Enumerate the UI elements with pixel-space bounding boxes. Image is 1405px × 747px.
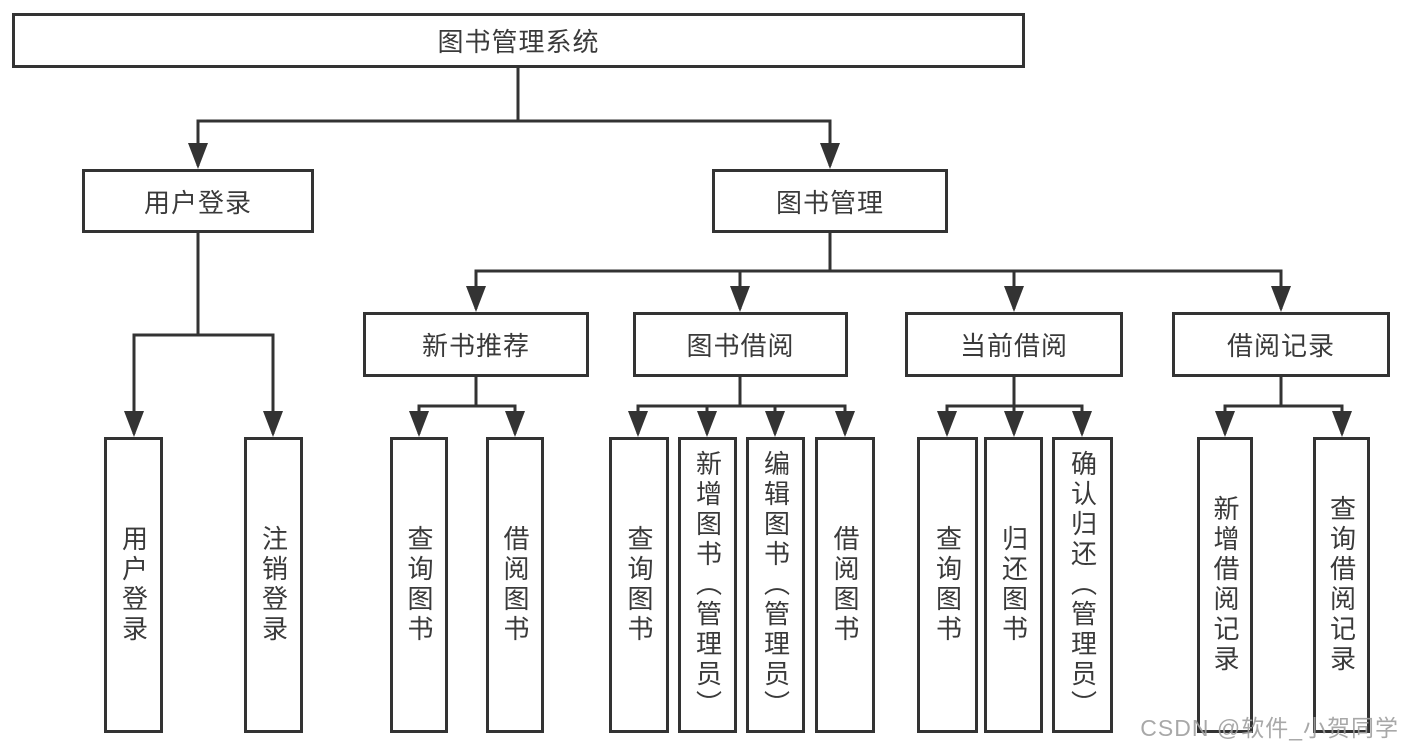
node-label: 图书管理系统	[437, 27, 600, 57]
leaf-add-book-admin: 新增图书（管理员）	[678, 437, 737, 733]
node-label: 新增图书（管理员）	[692, 450, 723, 720]
leaf-confirm-return-admin: 确认归还（管理员）	[1052, 437, 1113, 733]
node-label: 查询借阅记录	[1326, 495, 1357, 675]
node-label: 新书推荐	[421, 331, 530, 361]
leaf-logout: 注销登录	[244, 437, 303, 733]
node-book-borrowing: 图书借阅	[633, 312, 848, 377]
node-label: 查询图书	[624, 525, 654, 645]
node-label: 确认归还（管理员）	[1067, 450, 1098, 720]
node-new-book-recommend: 新书推荐	[363, 312, 589, 377]
node-user-login: 用户登录	[82, 169, 314, 233]
node-book-management: 图书管理	[712, 169, 948, 233]
leaf-borrow-books-1: 借阅图书	[486, 437, 544, 733]
leaf-query-books-2: 查询图书	[609, 437, 669, 733]
node-label: 借阅记录	[1226, 331, 1335, 361]
leaf-user-login: 用户登录	[104, 437, 163, 733]
node-label: 编辑图书（管理员）	[760, 450, 791, 720]
node-label: 查询图书	[932, 525, 963, 645]
node-book-management-system: 图书管理系统	[12, 13, 1025, 68]
node-label: 归还图书	[998, 525, 1029, 645]
leaf-query-books-3: 查询图书	[917, 437, 978, 733]
node-current-borrowing: 当前借阅	[905, 312, 1123, 377]
node-label: 注销登录	[258, 525, 289, 645]
node-label: 用户登录	[143, 187, 252, 218]
leaf-query-borrow-record: 查询借阅记录	[1313, 437, 1370, 733]
node-label: 用户登录	[118, 525, 149, 645]
node-borrow-records: 借阅记录	[1172, 312, 1390, 377]
node-label: 新增借阅记录	[1210, 495, 1240, 675]
csdn-watermark: CSDN @软件_小贺同学	[1140, 715, 1399, 741]
node-label: 借阅图书	[830, 525, 860, 645]
node-label: 图书管理	[775, 187, 884, 218]
leaf-query-books-1: 查询图书	[390, 437, 448, 733]
leaf-borrow-books-2: 借阅图书	[815, 437, 875, 733]
leaf-return-books: 归还图书	[984, 437, 1043, 733]
node-label: 借阅图书	[500, 525, 530, 645]
node-label: 当前借阅	[959, 331, 1068, 361]
node-label: 查询图书	[404, 525, 434, 645]
node-label: 图书借阅	[686, 331, 795, 361]
leaf-add-borrow-record: 新增借阅记录	[1197, 437, 1253, 733]
leaf-edit-book-admin: 编辑图书（管理员）	[746, 437, 805, 733]
